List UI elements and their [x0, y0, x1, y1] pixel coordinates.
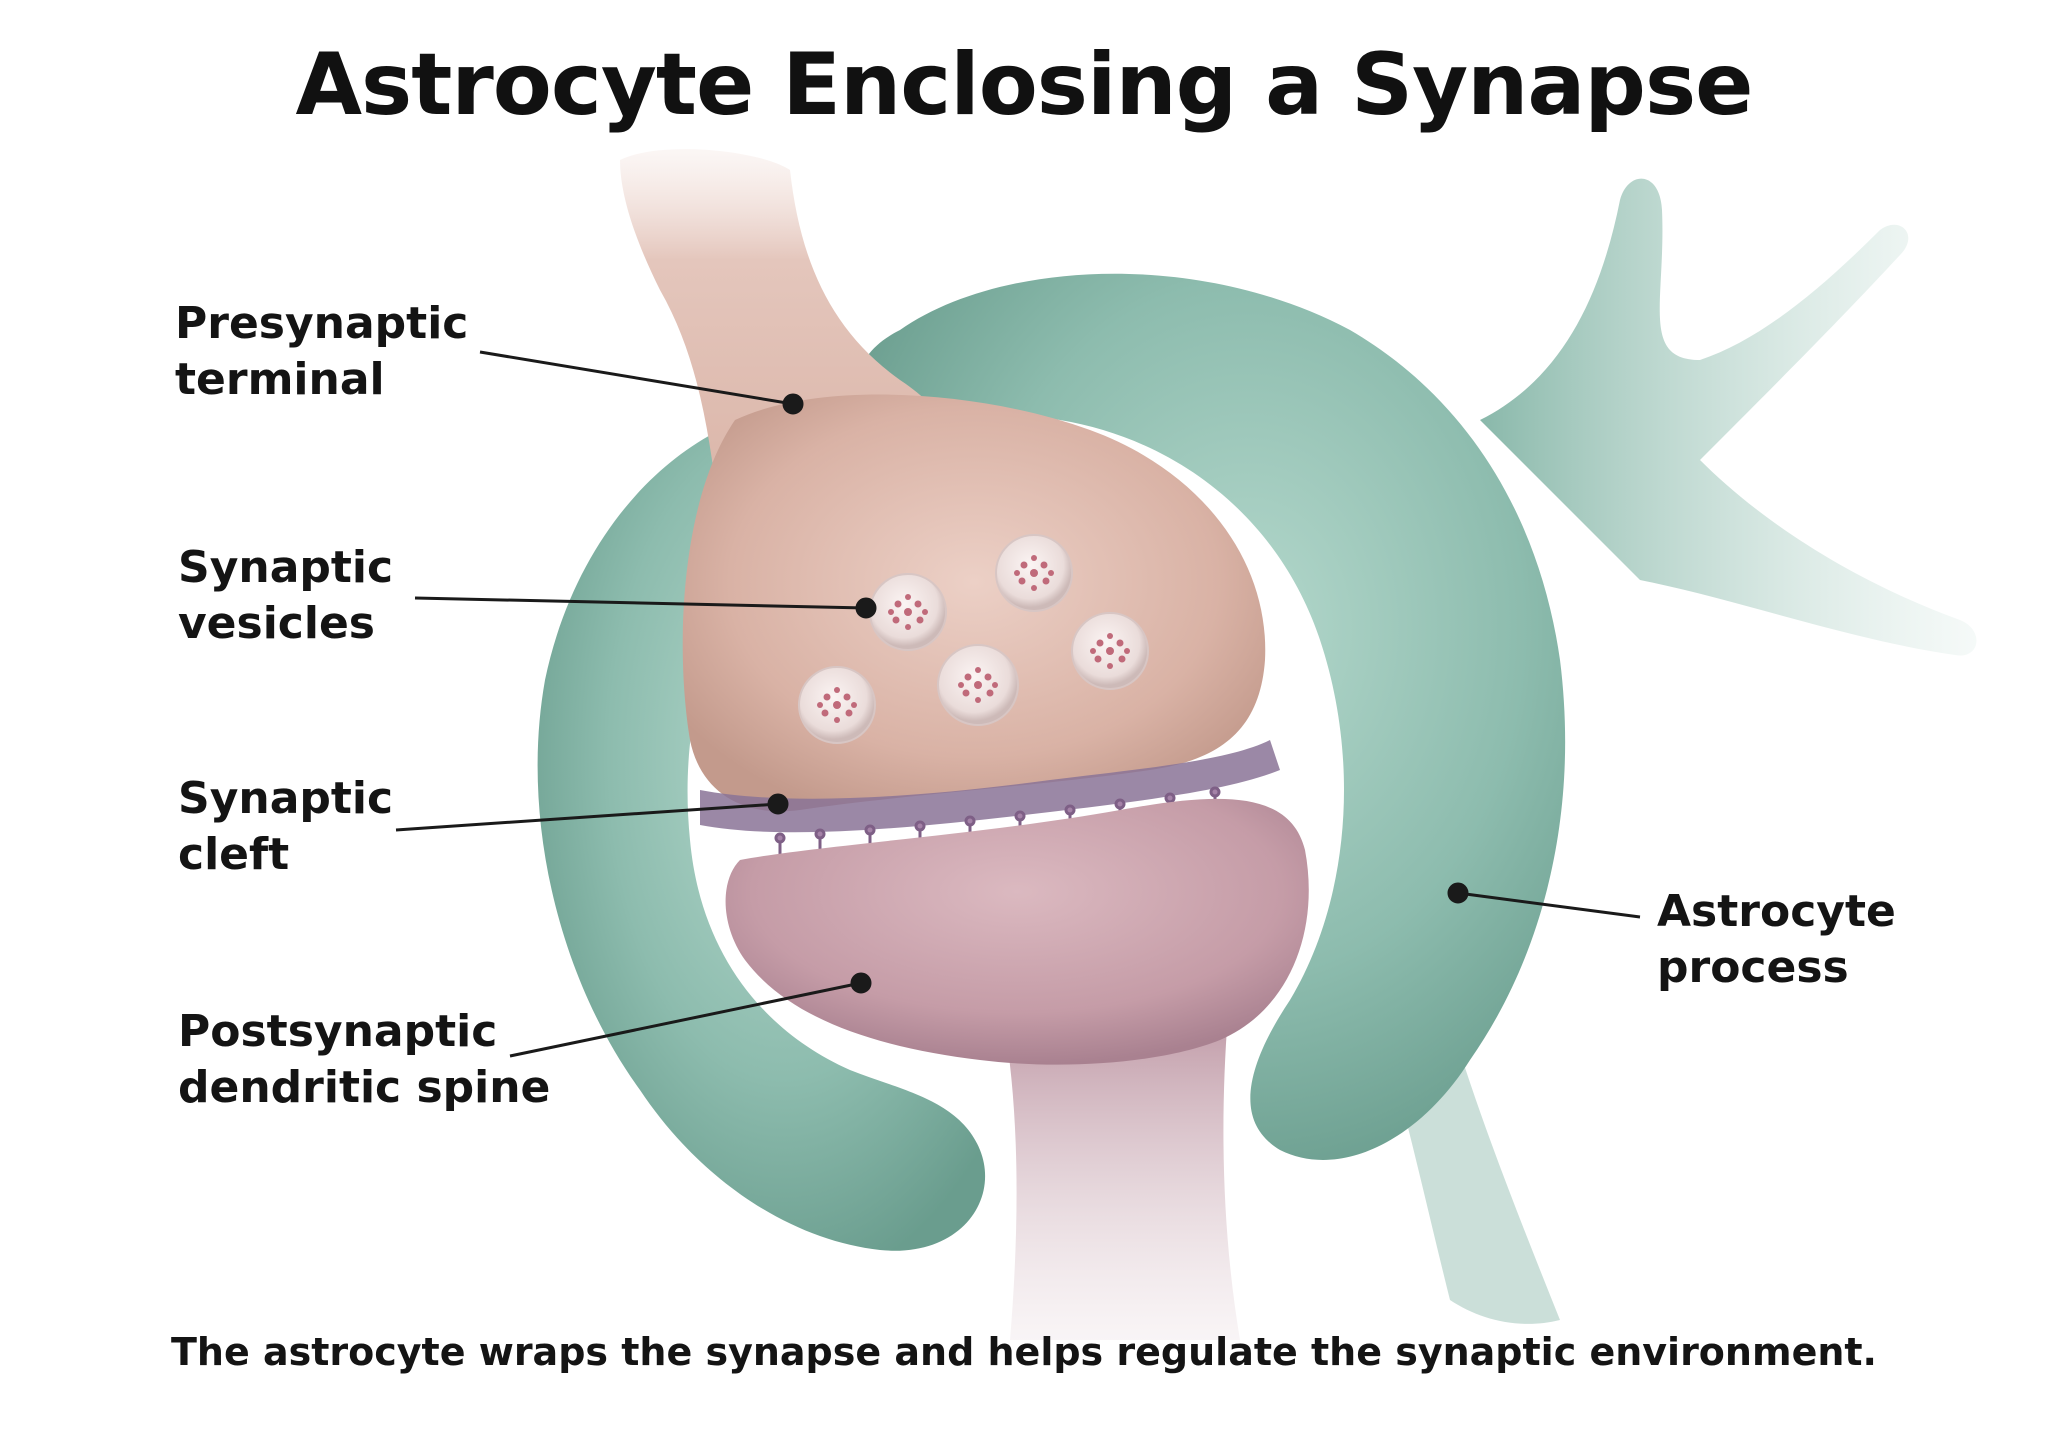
label-presynaptic-terminal: Presynaptic terminal [175, 296, 468, 408]
label-line: Synaptic [178, 542, 394, 593]
vesicle [798, 666, 876, 744]
synaptic-vesicles [798, 534, 1149, 744]
label-line: terminal [175, 354, 385, 405]
vesicle [937, 644, 1019, 726]
label-synaptic-vesicles: Synaptic vesicles [178, 540, 393, 652]
postsynaptic-spine-shape [725, 798, 1309, 1065]
diagram-caption: The astrocyte wraps the synapse and help… [171, 1330, 1877, 1374]
leader-presynaptic [479, 350, 804, 415]
label-line: Postsynaptic [178, 1006, 498, 1057]
receptor-row [774, 786, 1221, 858]
vesicle [995, 534, 1073, 612]
label-line: Presynaptic [175, 298, 469, 349]
vesicle [1071, 612, 1149, 690]
diagram-title: Astrocyte Enclosing a Synapse [295, 35, 1754, 135]
leader-postsynaptic [509, 972, 872, 1058]
label-line: process [1657, 942, 1849, 993]
label-line: vesicles [178, 598, 375, 649]
astrocyte-process-shape [860, 273, 1566, 1160]
label-synaptic-cleft: Synaptic cleft [178, 771, 393, 883]
synaptic-cleft-band [700, 740, 1280, 833]
vesicle [869, 573, 947, 651]
leader-lines [395, 350, 1641, 1058]
leader-cleft [395, 793, 789, 832]
label-line: Astrocyte [1657, 886, 1896, 937]
astrocyte-left-wrap [537, 427, 986, 1251]
leader-vesicles [414, 596, 877, 619]
label-line: Synaptic [178, 773, 394, 824]
label-line: cleft [178, 829, 290, 880]
label-astrocyte-process: Astrocyte process [1657, 884, 1896, 996]
label-postsynaptic-spine: Postsynaptic dendritic spine [178, 1004, 550, 1116]
dendrite-shaft [1000, 990, 1240, 1340]
leader-astrocyte [1447, 882, 1641, 919]
label-line: dendritic spine [178, 1062, 551, 1113]
